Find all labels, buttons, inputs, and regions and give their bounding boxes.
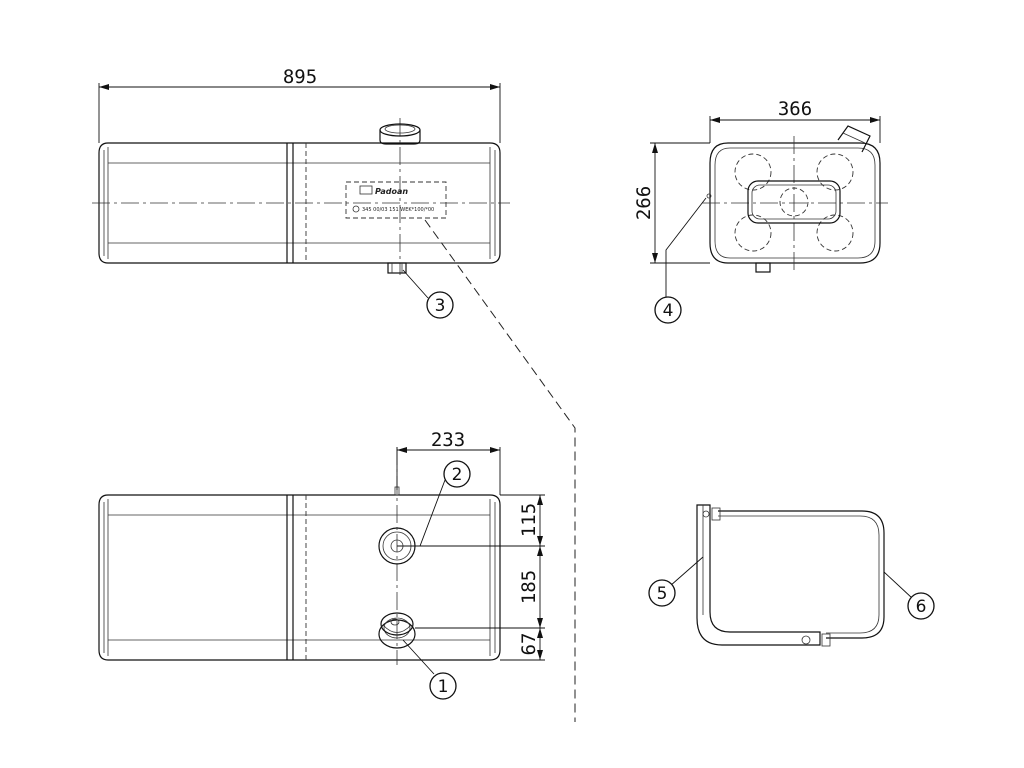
- svg-text:67: 67: [518, 633, 540, 656]
- svg-text:366: 366: [778, 98, 812, 120]
- svg-text:233: 233: [431, 429, 465, 451]
- svg-text:5: 5: [657, 584, 668, 604]
- side-view: [702, 125, 888, 273]
- dimension-neck-offset: 233: [396, 429, 501, 495]
- svg-text:895: 895: [283, 66, 317, 88]
- dimension-overall-length: 895: [98, 66, 501, 143]
- front-view: Padoan 345 00/03 151 WEK*100/*00: [92, 118, 510, 275]
- svg-text:185: 185: [518, 570, 540, 604]
- svg-text:115: 115: [518, 503, 540, 537]
- svg-text:6: 6: [916, 597, 927, 617]
- plate-line: 345 00/03 151 WEK*100/*00: [362, 207, 434, 213]
- svg-text:266: 266: [633, 186, 655, 220]
- svg-text:1: 1: [438, 677, 449, 697]
- callout-4: 4: [654, 197, 707, 324]
- svg-text:3: 3: [435, 296, 446, 316]
- section-leader-line: [424, 219, 576, 722]
- top-view: [98, 447, 501, 665]
- callout-3: 3: [402, 269, 454, 319]
- plate-brand: Padoan: [375, 187, 408, 196]
- dimension-side-height: 266: [633, 142, 710, 264]
- dimension-side-width: 366: [709, 98, 881, 143]
- brand-logo-icon: [359, 185, 373, 195]
- dimension-vertical-chain: 115 185 67: [415, 494, 545, 661]
- callout-1: 1: [402, 639, 457, 700]
- svg-text:4: 4: [663, 301, 674, 321]
- svg-text:2: 2: [452, 465, 463, 485]
- callout-6: 6: [883, 571, 935, 620]
- bracket-view: [696, 504, 885, 647]
- callout-2: 2: [397, 460, 471, 547]
- callout-5: 5: [648, 556, 704, 607]
